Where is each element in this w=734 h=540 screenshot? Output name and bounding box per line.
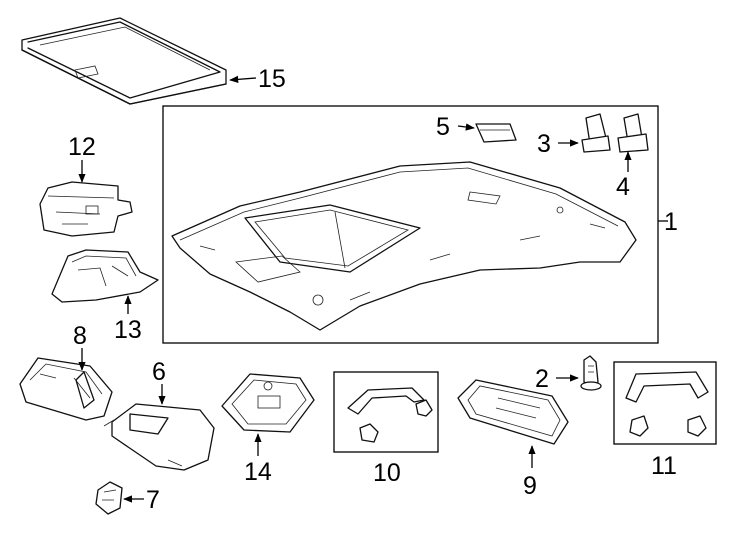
callout-11: 11 bbox=[651, 452, 677, 480]
callout-12: 12 bbox=[68, 133, 96, 161]
part-12-bracket bbox=[39, 181, 133, 237]
part-7-visor-clip bbox=[95, 481, 123, 515]
part-11-grab-handle bbox=[625, 371, 709, 437]
part-9-dome-lamp bbox=[457, 379, 569, 445]
callout-13: 13 bbox=[114, 316, 142, 344]
part-5-pad bbox=[475, 123, 517, 143]
grab-handle-group-box bbox=[333, 371, 439, 453]
part-4-clip bbox=[617, 113, 649, 153]
part-1-headliner bbox=[171, 161, 637, 331]
part-15-sunshade bbox=[21, 17, 227, 105]
part-2-push-clip bbox=[580, 355, 602, 391]
leader-15 bbox=[229, 75, 257, 84]
callout-5: 5 bbox=[436, 113, 450, 141]
part-10-grab-handle bbox=[347, 387, 433, 443]
callout-10: 10 bbox=[373, 459, 401, 487]
callout-15: 15 bbox=[258, 65, 286, 93]
callout-8: 8 bbox=[73, 322, 87, 350]
leader-5 bbox=[457, 123, 475, 131]
callout-2: 2 bbox=[535, 365, 549, 393]
callout-14: 14 bbox=[244, 458, 272, 486]
part-13-console-cover bbox=[51, 249, 159, 303]
rear-grab-handle-group-box bbox=[613, 361, 717, 445]
callout-1: 1 bbox=[664, 208, 678, 236]
headliner-group-box bbox=[162, 105, 659, 344]
callout-6: 6 bbox=[152, 358, 166, 386]
callout-9: 9 bbox=[523, 472, 537, 500]
callout-4: 4 bbox=[616, 173, 630, 201]
part-3-clip bbox=[581, 113, 611, 153]
callout-7: 7 bbox=[146, 486, 160, 514]
part-8-lamp-housing bbox=[19, 357, 113, 421]
part-6-sun-visor bbox=[103, 403, 215, 471]
part-14-map-lamp bbox=[221, 373, 315, 433]
callout-3: 3 bbox=[537, 130, 551, 158]
